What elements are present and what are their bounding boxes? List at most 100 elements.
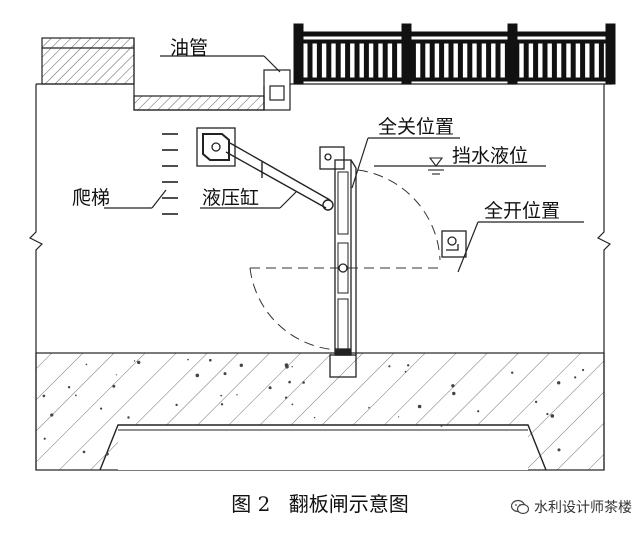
leader-lines: [104, 55, 584, 273]
concrete-speck: [574, 376, 577, 379]
concrete-speck: [236, 394, 238, 396]
railing-baluster: [345, 42, 351, 79]
concrete-speck: [452, 391, 456, 396]
label-retained-water-level: 挡水液位: [452, 145, 528, 167]
concrete-speck: [268, 386, 272, 390]
railing-baluster: [420, 42, 426, 79]
watermark: 水利设计师茶楼: [511, 497, 632, 517]
cylinder-mount: [196, 127, 236, 167]
concrete-speck: [388, 365, 391, 368]
railing-baluster: [542, 42, 548, 79]
concrete-speck: [582, 368, 585, 372]
concrete-speck: [239, 363, 243, 367]
label-oil-pipe: 油管: [170, 37, 208, 59]
railing-baluster: [514, 42, 520, 79]
railing-baluster: [439, 42, 445, 79]
open-position-mount: [441, 230, 467, 258]
label-fully-open: 全开位置: [484, 200, 560, 222]
concrete-speck: [112, 384, 116, 388]
label-hydraulic-cylinder: 液压缸: [202, 187, 259, 209]
concrete-speck: [302, 381, 305, 384]
water-level-symbol: [428, 157, 444, 175]
railing-baluster: [335, 42, 341, 79]
label-ladder: 爬梯: [72, 187, 110, 209]
railing: [293, 23, 616, 85]
concrete-speck: [187, 358, 189, 361]
concrete-speck: [291, 403, 294, 406]
railing-baluster: [533, 42, 539, 79]
concrete-speck: [127, 416, 130, 419]
concrete-speck: [398, 416, 400, 418]
concrete-speck: [557, 448, 561, 452]
concrete-speck: [511, 371, 514, 374]
concrete-speck: [67, 386, 71, 389]
concrete-speck: [368, 406, 370, 409]
railing-baluster: [316, 42, 322, 79]
concrete-speck: [477, 410, 480, 413]
concrete-speck: [284, 396, 288, 399]
concrete-speck: [291, 366, 293, 368]
railing-baluster: [495, 42, 501, 79]
concrete-speck: [82, 450, 86, 454]
ladder-rungs: [162, 133, 178, 215]
wechat-icon: [511, 499, 529, 515]
railing-baluster: [410, 42, 416, 79]
railing-baluster: [467, 42, 473, 79]
label-fully-closed: 全关位置: [378, 116, 454, 138]
railing-baluster: [476, 42, 482, 79]
concrete-speck: [85, 363, 88, 366]
concrete-speck: [546, 412, 549, 416]
concrete-speck: [209, 358, 212, 362]
walls: [28, 84, 612, 470]
top-deck: [36, 37, 612, 111]
railing-baluster: [448, 42, 454, 79]
concrete-speck: [440, 425, 443, 427]
concrete-speck: [137, 360, 141, 365]
railing-baluster: [401, 42, 407, 79]
concrete-speck: [115, 374, 118, 376]
concrete-speck: [50, 413, 54, 417]
railing-baluster: [354, 42, 360, 79]
concrete-speck: [75, 394, 77, 397]
hydraulic-cylinder: [225, 142, 334, 211]
concrete-speck: [417, 404, 422, 409]
concrete-speck: [550, 414, 555, 418]
concrete-speck: [223, 372, 227, 376]
railing-baluster: [580, 42, 586, 79]
railing-baluster: [457, 42, 463, 79]
figure-title: 翻板闸示意图: [288, 492, 409, 516]
railing-baluster: [486, 42, 492, 79]
concrete-speck: [557, 381, 561, 385]
railing-baluster: [307, 42, 313, 79]
railing-baluster: [326, 42, 332, 79]
concrete-speck: [313, 416, 316, 419]
railing-baluster: [551, 42, 557, 79]
figure-number: 图 2: [231, 492, 271, 516]
concrete-speck: [220, 394, 223, 397]
flap-gate: [319, 146, 357, 378]
railing-baluster: [382, 42, 388, 79]
railing-baluster: [561, 42, 567, 79]
concrete-speck: [106, 452, 109, 456]
swing-arcs: [249, 169, 441, 351]
watermark-text: 水利设计师茶楼: [534, 500, 632, 516]
railing-baluster: [523, 42, 529, 79]
concrete-speck: [175, 403, 178, 407]
railing-baluster: [598, 42, 604, 79]
concrete-speck: [284, 363, 289, 367]
concrete-speck: [404, 370, 407, 373]
railing-baluster: [392, 42, 398, 79]
concrete-speck: [100, 407, 103, 410]
railing-baluster: [570, 42, 576, 79]
railing-baluster: [429, 42, 435, 79]
figure-caption: 图 2 翻板闸示意图: [0, 488, 640, 517]
concrete-speck: [42, 394, 46, 398]
concrete-speck: [451, 384, 455, 388]
concrete-speck: [534, 400, 538, 404]
railing-baluster: [373, 42, 379, 79]
railing-baluster: [504, 42, 510, 79]
concrete-speck: [220, 403, 224, 406]
railing-baluster: [363, 42, 369, 79]
concrete-speck: [133, 360, 136, 362]
